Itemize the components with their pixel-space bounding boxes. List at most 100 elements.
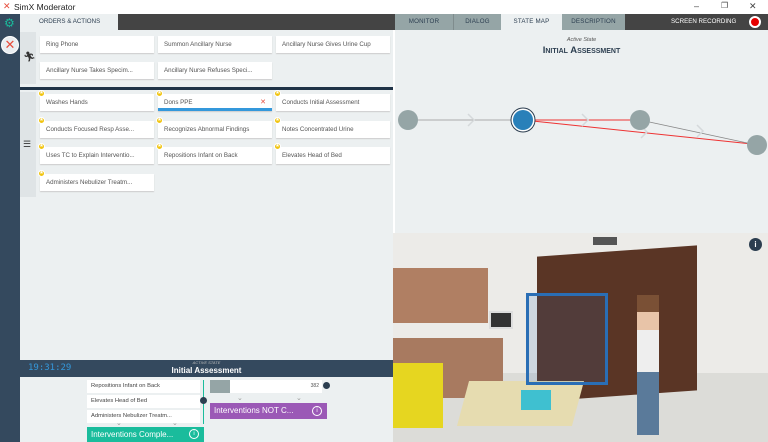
cabinets-upper: [393, 268, 488, 323]
close-button[interactable]: ✕: [749, 1, 757, 11]
flow-item-label: Elevates Head of Bed: [91, 398, 148, 404]
diaper-box: [521, 390, 551, 410]
interventions-complete-node[interactable]: Interventions Comple... i: [87, 427, 204, 442]
progress-fill: [210, 380, 230, 393]
end-session-icon[interactable]: ✕: [1, 36, 19, 54]
tab-bar-fill: [118, 14, 395, 30]
record-button[interactable]: [749, 16, 761, 28]
counter-value: 382: [310, 383, 319, 389]
chevron-down-icon: ⌄: [172, 420, 178, 427]
flow-item[interactable]: Elevates Head of Bed: [87, 395, 200, 408]
running-person-icon: 🏃︎: [23, 52, 36, 63]
wall-clock: [593, 237, 617, 245]
checklist-label: Conducts Focused Resp Asse...: [46, 125, 135, 133]
edge: [639, 119, 753, 145]
tab-state-map[interactable]: STATE MAP: [501, 14, 562, 30]
checklist-label: Uses TC to Explain Interventio...: [46, 152, 135, 159]
minimize-button[interactable]: –: [694, 1, 700, 11]
tab-dialog[interactable]: DIALOG: [453, 14, 501, 30]
state-node[interactable]: [398, 110, 418, 130]
checklist-card[interactable]: Uses TC to Explain Interventio...: [40, 147, 154, 164]
action-card[interactable]: Ancillary Nurse Refuses Speci...: [158, 62, 272, 79]
state-map: Active State Initial Assessment: [395, 30, 768, 233]
progress-field: 382: [210, 380, 322, 393]
active-state-title: Initial Assessment: [542, 45, 621, 56]
active-state-bar: 19:31:29 ACTIVE STATE Initial Assessment: [20, 360, 393, 377]
info-icon[interactable]: i: [749, 238, 762, 251]
star-icon: ★: [156, 143, 163, 150]
checklist-card[interactable]: Dons PPE ✕: [158, 94, 272, 111]
node-label: Interventions NOT C...: [214, 406, 294, 415]
action-label: Summon Ancillary Nurse: [164, 41, 232, 48]
section-divider: [20, 87, 393, 90]
action-card[interactable]: Ancillary Nurse Gives Urine Cup: [276, 36, 390, 53]
checklist-card[interactable]: Notes Concentrated Urine: [276, 120, 390, 138]
tab-orders-actions[interactable]: ORDERS & ACTIONS: [20, 14, 118, 30]
arrow-icon: [467, 113, 476, 127]
checklist-card[interactable]: Conducts Focused Resp Asse...: [40, 120, 154, 138]
connector-node-icon: [200, 397, 207, 404]
state-node-active[interactable]: [513, 110, 533, 130]
action-label: Ancillary Nurse Refuses Speci...: [164, 67, 253, 74]
caregiver-avatar: [637, 295, 659, 435]
state-node[interactable]: [630, 110, 650, 130]
interventions-not-complete-node[interactable]: Interventions NOT C... i: [210, 403, 327, 419]
active-state-title: Initial Assessment: [171, 366, 242, 375]
arrow-icon: [696, 124, 705, 138]
flow-item-label: Administers Nebulizer Treatm...: [91, 413, 172, 419]
checklist-card[interactable]: Washes Hands: [40, 94, 154, 111]
checklist-card[interactable]: Administers Nebulizer Treatm...: [40, 173, 154, 191]
simulation-view[interactable]: i: [393, 233, 768, 442]
checklist-card[interactable]: Elevates Head of Bed: [276, 147, 390, 164]
checklist-label: Administers Nebulizer Treatm...: [46, 178, 133, 186]
checklist-card[interactable]: Repositions Infant on Back: [158, 147, 272, 164]
state-node[interactable]: [747, 135, 767, 155]
checklist-label: Recognizes Abnormal Findings: [164, 125, 250, 133]
checklist-label: Notes Concentrated Urine: [282, 125, 354, 133]
screen-recording-bar: SCREEN RECORDING: [625, 14, 768, 30]
remove-icon[interactable]: ✕: [260, 99, 266, 106]
tab-label: ORDERS & ACTIONS: [39, 18, 101, 25]
checklist-label: Washes Hands: [46, 99, 88, 106]
flow-item[interactable]: Administers Nebulizer Treatm...: [87, 410, 200, 423]
settings-gear-icon[interactable]: ⚙: [4, 16, 15, 30]
flow-item[interactable]: Repositions Infant on Back: [87, 380, 200, 393]
tab-monitor[interactable]: MONITOR: [395, 14, 453, 30]
session-timer: 19:31:29: [28, 363, 72, 373]
node-label: Interventions Comple...: [91, 430, 174, 439]
screen-recording-label: SCREEN RECORDING: [671, 18, 737, 25]
actions-icon-column: 🏃︎: [20, 32, 36, 84]
isolation-cart: [393, 363, 443, 428]
checklist-icon: ☰: [23, 139, 32, 149]
edge: [522, 119, 753, 145]
star-icon: ★: [274, 116, 281, 124]
action-card[interactable]: Ring Phone: [40, 36, 154, 53]
action-card[interactable]: Summon Ancillary Nurse: [158, 36, 272, 53]
restore-button[interactable]: ❐: [721, 1, 729, 10]
state-flow-panel: [20, 377, 393, 442]
chevron-down-icon: ⌄: [237, 395, 243, 402]
state-graph: [398, 107, 767, 155]
checklist-label: Dons PPE: [164, 99, 193, 106]
chevron-down-icon: ⌄: [296, 395, 302, 402]
progress-bar: [158, 108, 272, 111]
checklist-card[interactable]: Conducts Initial Assessment: [276, 94, 390, 111]
checklist-label: Repositions Infant on Back: [164, 152, 238, 159]
action-label: Ancillary Nurse Takes Specim...: [46, 67, 133, 74]
crib: [526, 293, 608, 385]
info-icon[interactable]: i: [189, 429, 199, 439]
chevron-down-icon: ⌄: [116, 420, 122, 427]
info-icon[interactable]: i: [312, 406, 322, 416]
checklist-label: Elevates Head of Bed: [282, 152, 342, 159]
checklist-label: Conducts Initial Assessment: [282, 99, 360, 106]
star-icon: ★: [274, 143, 281, 150]
star-icon: ★: [156, 116, 163, 124]
action-label: Ancillary Nurse Gives Urine Cup: [282, 41, 371, 48]
active-state-label: Active State: [566, 37, 597, 43]
window-title: SimX Moderator: [14, 2, 76, 12]
arrow-icon: [581, 113, 590, 127]
star-icon: ★: [38, 143, 45, 150]
action-card[interactable]: Ancillary Nurse Takes Specim...: [40, 62, 154, 79]
tab-description[interactable]: DESCRIPTION: [562, 14, 625, 30]
checklist-card[interactable]: Recognizes Abnormal Findings: [158, 120, 272, 138]
